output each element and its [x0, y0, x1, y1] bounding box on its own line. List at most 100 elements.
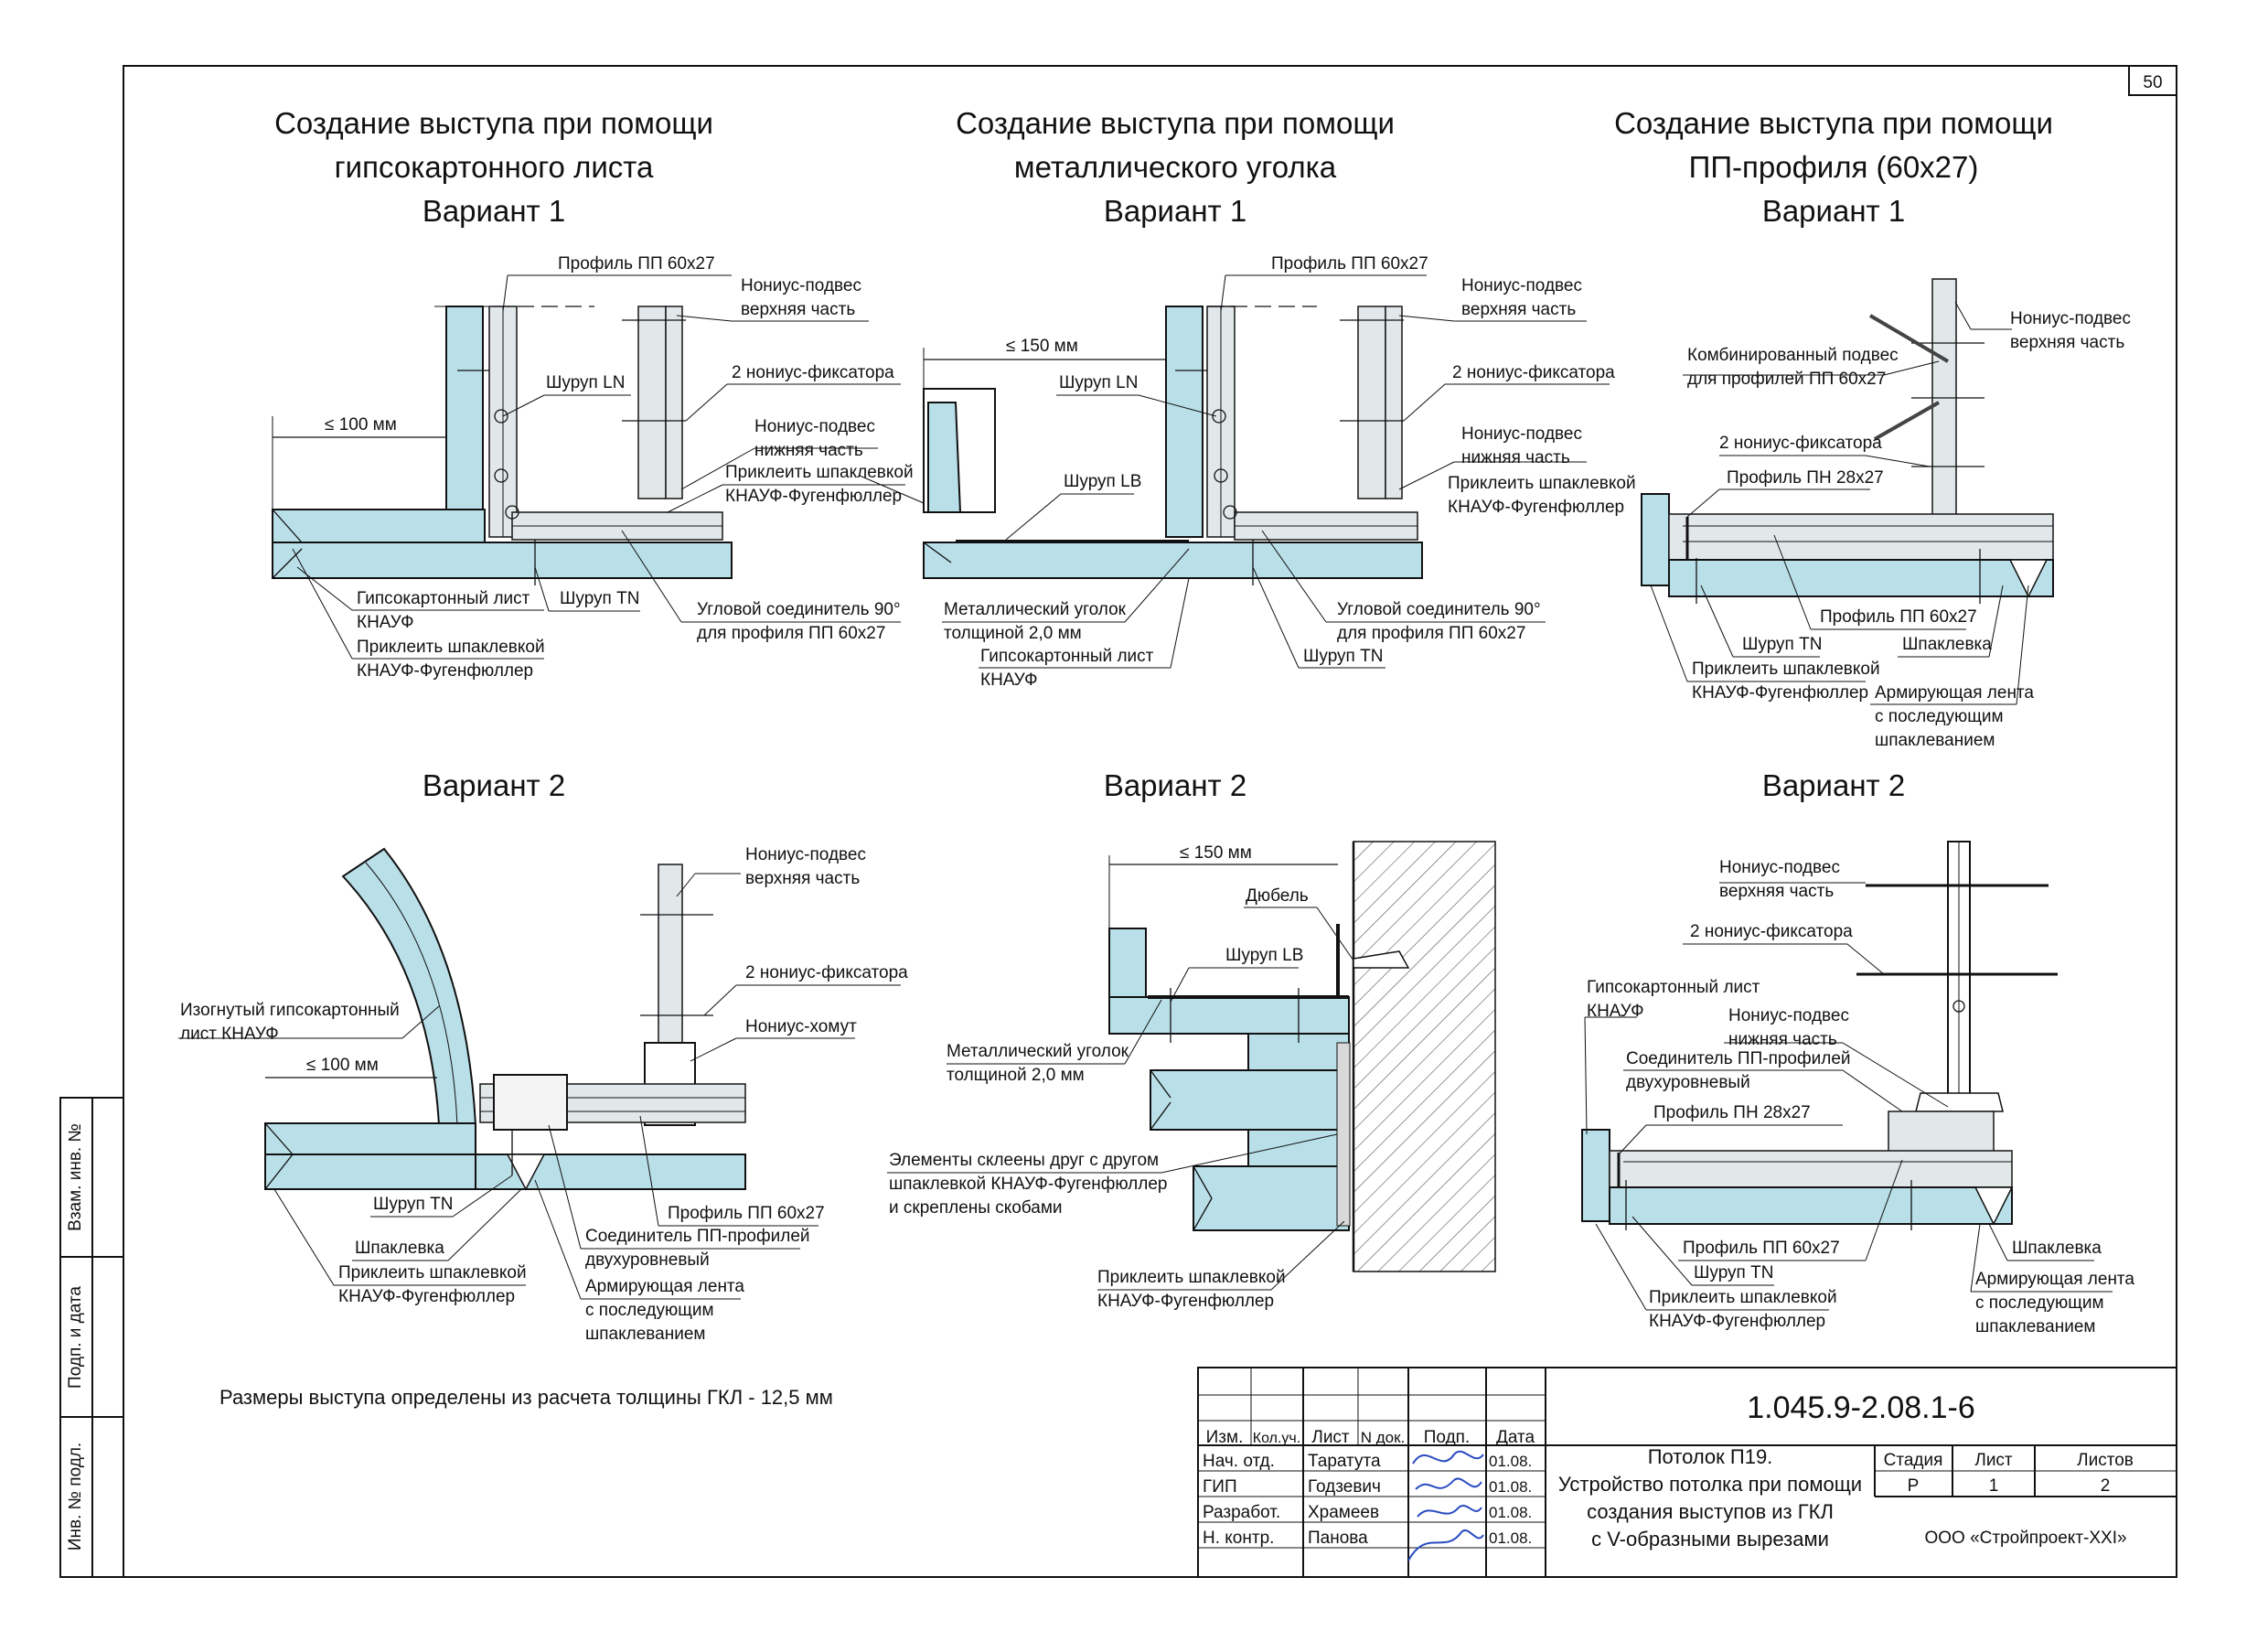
d1-label-13: Приклеить шпаклевкой: [357, 638, 545, 657]
d6-label-3: Гипсокартонный лист: [1587, 978, 1760, 997]
d4-label-15: Приклеить шпаклевкой: [338, 1263, 527, 1282]
d4-label-12: Армирующая лента: [585, 1277, 744, 1296]
d6-label-8: двухуровневый: [1626, 1073, 1750, 1092]
d3-label-4: 2 нониус-фиксатора: [1719, 434, 1882, 453]
side-label-3: Инв. № подл.: [66, 1443, 85, 1551]
tb-stage-header-2: Листов: [2077, 1451, 2134, 1470]
col1-title-line2: гипсокартонного листа: [335, 150, 654, 184]
d4-label-16: КНАУФ-Фугенфюллер: [338, 1287, 515, 1306]
d4-label-10: двухуровневый: [585, 1250, 710, 1270]
col2-title-line1: Создание выступа при помощи: [956, 106, 1395, 140]
d4-label-0: Нониус-подвес: [745, 845, 866, 864]
detail-1-drawing: [272, 274, 905, 660]
d6-label-0: Нониус-подвес: [1719, 858, 1840, 877]
col1-variant2: Вариант 2: [423, 768, 565, 802]
d2-label-8-hidden: Приклеить шпаклевкой: [1448, 474, 1636, 493]
d4-label-13: с последующим: [585, 1301, 714, 1320]
d1-label-3: Шуруп LN: [546, 373, 625, 392]
title-block: Изм. Кол.уч. Лист N док. Подп. Дата Нач.…: [1197, 1367, 2177, 1578]
tb-header-1: Кол.уч.: [1253, 1431, 1300, 1446]
d3-label-0: Нониус-подвес: [2010, 309, 2131, 328]
tb-row1-date: 01.08.: [1489, 1478, 1532, 1496]
col3-variant1: Вариант 1: [1762, 194, 1905, 228]
d4-label-9: Соединитель ПП-профилей: [585, 1227, 810, 1246]
d3-label-8: Шпаклевка: [1902, 635, 1992, 654]
d1-label-5: ≤ 100 мм: [325, 415, 397, 435]
d4-label-14: шпаклеванием: [585, 1325, 705, 1344]
d6-label-11: Шуруп TN: [1694, 1263, 1773, 1282]
tb-header-3: N док.: [1361, 1429, 1406, 1446]
d5-label-7: и скреплены скобами: [889, 1198, 1063, 1218]
d2-label-1: Нониус-подвес: [1461, 276, 1582, 295]
d2-label-4: Шуруп LN: [1059, 373, 1138, 392]
d4-label-1: верхняя часть: [745, 869, 860, 888]
tb-name-line3: создания выступов из ГКЛ: [1587, 1500, 1834, 1523]
tb-header-4: Подп.: [1424, 1428, 1470, 1447]
d1-label-7: нижняя часть: [754, 441, 863, 460]
d5-label-4: толщиной 2,0 мм: [947, 1066, 1085, 1085]
d2-label-10: Шуруп LB: [1064, 472, 1141, 491]
tb-row2-date: 01.08.: [1489, 1504, 1532, 1521]
d2-label-13: Гипсокартонный лист: [980, 647, 1154, 666]
d1-label-16: для профиля ПП 60x27: [697, 624, 885, 643]
tb-company: ООО «Стройпроект-XXI»: [1924, 1529, 2126, 1548]
col3-title-line2: ПП-профиля (60x27): [1689, 150, 1979, 184]
tb-stage-value-0: Р: [1908, 1476, 1920, 1496]
detail-1-callouts: Профиль ПП 60x27 Нониус-подвес верхняя ч…: [325, 254, 914, 681]
tb-row3-role: Н. контр.: [1203, 1529, 1274, 1548]
d3-label-1: верхняя часть: [2010, 333, 2124, 352]
d4-label-2: 2 нониус-фиксатора: [745, 963, 908, 982]
d2-label-17: Шуруп TN: [1303, 647, 1383, 666]
d4-label-8: Шуруп TN: [373, 1195, 453, 1214]
d4-label-6: ≤ 100 мм: [306, 1056, 379, 1075]
tb-row3-date: 01.08.: [1489, 1529, 1532, 1547]
page-number: 50: [2143, 73, 2162, 92]
d6-label-12: Шпаклевка: [2012, 1239, 2102, 1258]
detail-4-callouts: Нониус-подвес верхняя часть 2 нониус-фик…: [180, 845, 908, 1344]
d2-label-14: КНАУФ: [980, 671, 1038, 690]
detail-4-drawing: [178, 847, 901, 1300]
detail-2-drawing: [859, 274, 1610, 669]
tb-row3-name: Панова: [1308, 1529, 1368, 1548]
d1-label-1: Нониус-подвес: [741, 276, 861, 295]
col1-title-line1: Создание выступа при помощи: [274, 106, 713, 140]
d1-label-4: 2 нониус-фиксатора: [732, 363, 894, 382]
tb-row2-name: Храмеев: [1308, 1503, 1379, 1522]
d5-label-5: Элементы склеены друг с другом: [889, 1151, 1159, 1170]
d6-label-6: нижняя часть: [1728, 1030, 1837, 1049]
d4-label-4: лист КНАУФ: [180, 1025, 279, 1044]
d3-label-2: Комбинированный подвес: [1687, 346, 1899, 365]
d3-label-12: с последующим: [1875, 707, 2004, 726]
tb-row0-role: Нач. отд.: [1203, 1452, 1275, 1471]
d2-label-6: Нониус-подвес: [1461, 424, 1582, 444]
tb-row2-role: Разработ.: [1203, 1503, 1280, 1522]
d3-label-9: Приклеить шпаклевкой: [1692, 660, 1880, 679]
d6-label-2: 2 нониус-фиксатора: [1690, 922, 1853, 941]
d3-label-3: для профилей ПП 60x27: [1687, 370, 1886, 389]
d2-label-7: нижняя часть: [1461, 448, 1570, 467]
detail-6-callouts: Нониус-подвес верхняя часть 2 нониус-фик…: [1587, 858, 2134, 1336]
tb-name-line4: с V-образными вырезами: [1591, 1528, 1829, 1551]
col2-variant1: Вариант 1: [1104, 194, 1246, 228]
d2-label-12: толщиной 2,0 мм: [944, 624, 1082, 643]
d6-label-9: Профиль ПН 28x27: [1653, 1103, 1811, 1122]
d6-label-4: КНАУФ: [1587, 1002, 1644, 1021]
d2-label-0: Профиль ПП 60x27: [1271, 254, 1428, 274]
d3-label-11: Армирующая лента: [1875, 683, 2034, 703]
d3-label-5: Профиль ПН 28x27: [1727, 468, 1884, 488]
col3-variant2: Вариант 2: [1762, 768, 1905, 802]
d1-label-10: Шуруп TN: [560, 589, 639, 608]
d5-label-3: Металлический уголок: [947, 1042, 1129, 1061]
tb-name-line1: Потолок П19.: [1648, 1445, 1773, 1468]
col2-title-line2: металлического уголка: [1014, 150, 1337, 184]
d1-label-11: Гипсокартонный лист: [357, 589, 530, 608]
tb-stage-value-2: 2: [2101, 1476, 2111, 1496]
d5-label-6: шпаклевкой КНАУФ-Фугенфюллер: [889, 1175, 1167, 1194]
tb-row1-name: Годзевич: [1308, 1477, 1381, 1497]
d6-label-15: Армирующая лента: [1975, 1270, 2134, 1289]
d5-label-9: КНАУФ-Фугенфюллер: [1097, 1292, 1274, 1311]
d1-label-0: Профиль ПП 60x27: [558, 254, 715, 274]
d3-label-7: Шуруп TN: [1742, 635, 1822, 654]
section-titles: Создание выступа при помощи гипсокартонн…: [274, 106, 2053, 802]
